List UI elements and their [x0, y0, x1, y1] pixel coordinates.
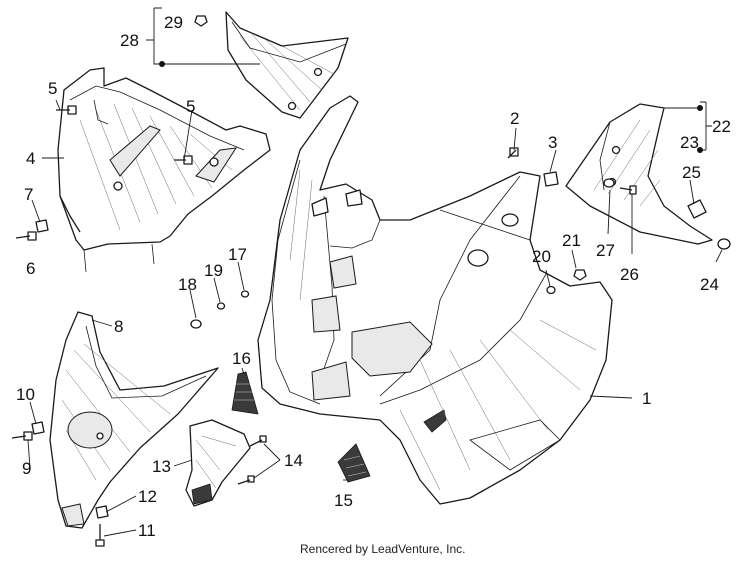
callout-27: 27 [596, 241, 615, 260]
callout-26: 26 [620, 265, 639, 284]
left-front-panel[interactable] [49, 311, 219, 529]
grommet-25[interactable] [687, 199, 707, 219]
vent-15[interactable] [337, 443, 371, 483]
callout-4: 4 [26, 149, 35, 168]
callout-25: 25 [682, 163, 701, 182]
screw-5-left[interactable] [56, 105, 77, 115]
callout-5-left: 5 [48, 79, 57, 98]
callout-14: 14 [284, 451, 303, 470]
clip-3[interactable] [543, 171, 559, 187]
upper-front-cowl[interactable] [57, 67, 271, 273]
right-side-bracket[interactable] [565, 103, 713, 245]
screw-11[interactable] [95, 524, 105, 547]
grille-16[interactable] [231, 371, 259, 415]
callout-28: 28 [120, 31, 139, 50]
screw-26[interactable] [619, 185, 637, 195]
callout-19: 19 [204, 261, 223, 280]
callout-15: 15 [334, 491, 353, 510]
callout-2: 2 [510, 109, 519, 128]
callout-13: 13 [152, 457, 171, 476]
callout-labels: 1 2 3 4 5 5 6 7 8 9 10 11 12 13 14 15 16… [16, 13, 731, 540]
callout-24: 24 [700, 275, 719, 294]
leader-lines [27, 7, 723, 537]
nut-29[interactable] [194, 15, 208, 27]
credit-text: Rencered by LeadVenture, Inc. [300, 542, 465, 556]
callout-21: 21 [562, 231, 581, 250]
o-ring-17[interactable] [240, 290, 250, 298]
washer-19[interactable] [216, 302, 226, 310]
screw-6[interactable] [15, 231, 37, 241]
callout-22: 22 [712, 117, 731, 136]
clip-7[interactable] [35, 219, 49, 233]
main-front-shield[interactable] [257, 95, 613, 505]
callout-6: 6 [26, 259, 35, 278]
washer-27[interactable] [603, 178, 615, 188]
screw-9[interactable] [11, 431, 33, 441]
clip-10[interactable] [31, 421, 45, 435]
callout-18: 18 [178, 275, 197, 294]
callout-12: 12 [138, 487, 157, 506]
nut-20[interactable] [546, 285, 556, 295]
callout-23: 23 [680, 133, 699, 152]
nut-21[interactable] [573, 269, 587, 281]
callout-3: 3 [548, 133, 557, 152]
grommet-18[interactable] [190, 319, 202, 329]
screw-14-lower[interactable] [237, 475, 255, 485]
callout-29: 29 [164, 13, 183, 32]
screw-2[interactable] [507, 147, 519, 159]
callout-10: 10 [16, 385, 35, 404]
callout-1: 1 [642, 389, 651, 408]
callout-5-right: 5 [186, 97, 195, 116]
upper-bracket-panel[interactable] [225, 11, 349, 119]
cap-24[interactable] [717, 238, 731, 250]
clip-12[interactable] [95, 505, 109, 519]
callout-7: 7 [24, 185, 33, 204]
callout-16: 16 [232, 349, 251, 368]
callout-8: 8 [114, 317, 123, 336]
callout-20: 20 [532, 247, 551, 266]
inner-bracket-13[interactable] [185, 419, 251, 507]
callout-9: 9 [22, 459, 31, 478]
callout-17: 17 [228, 245, 247, 264]
callout-11: 11 [138, 521, 156, 540]
screw-14-upper[interactable] [249, 435, 267, 447]
